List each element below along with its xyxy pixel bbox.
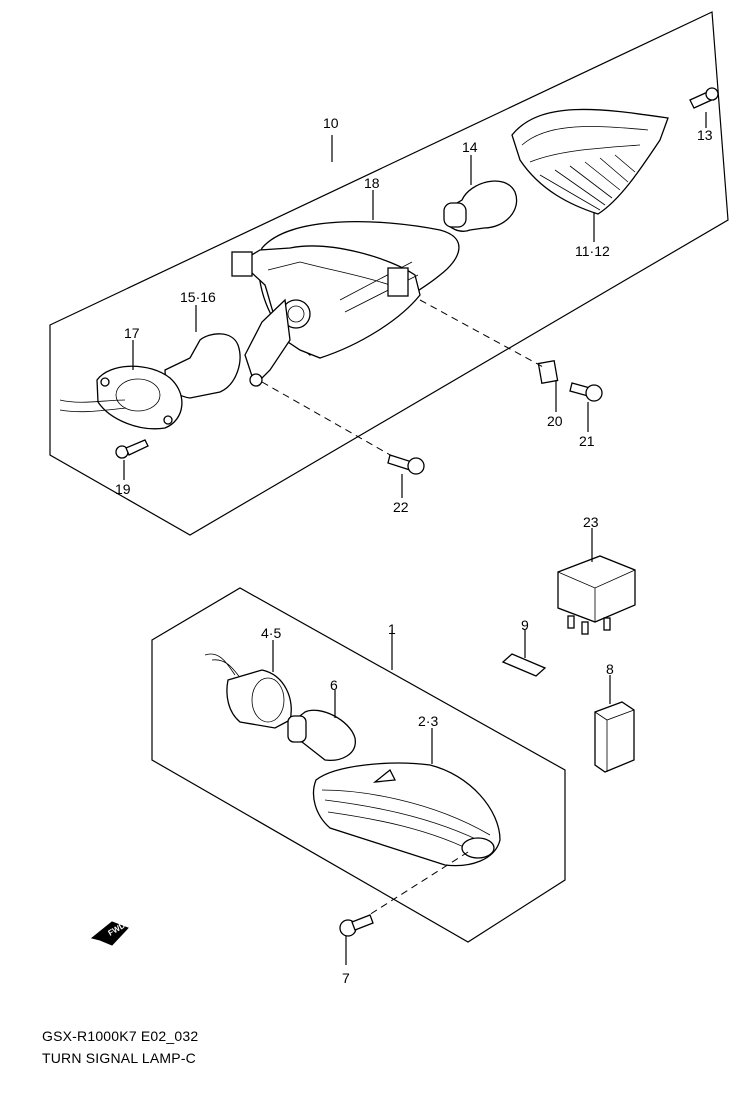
screw-22	[387, 454, 425, 475]
socket-4-5	[204, 653, 292, 729]
label-part-17: 17	[124, 325, 140, 341]
screw-13	[689, 87, 719, 109]
label-part-21: 21	[579, 433, 595, 449]
label-part-22: 22	[393, 499, 409, 515]
label-9	[501, 653, 547, 677]
label-part-20: 20	[547, 413, 563, 429]
label-part-2-3: 2·3	[418, 713, 438, 729]
label-part-4-5: 4·5	[261, 625, 281, 641]
screw-7	[339, 914, 374, 937]
label-part-1: 1	[388, 621, 396, 637]
lens-11-12	[511, 108, 669, 215]
bulb-6	[287, 709, 356, 761]
screw-19	[115, 439, 149, 459]
label-part-15-16: 15·16	[180, 289, 216, 305]
label-part-18: 18	[364, 175, 380, 191]
diagram-title-caption: TURN SIGNAL LAMP-C	[42, 1050, 196, 1066]
fwd-arrow-icon: FWD	[90, 921, 129, 946]
label-part-8: 8	[606, 661, 614, 677]
label-part-11-12: 11·12	[575, 243, 610, 259]
grommet-17	[59, 365, 183, 430]
label-part-6: 6	[330, 677, 338, 693]
upper-assembly-frame	[49, 11, 729, 536]
bulb-14	[443, 180, 518, 232]
label-part-23: 23	[583, 514, 599, 530]
relay-23	[557, 555, 636, 635]
label-part-7: 7	[342, 970, 350, 986]
lower-assembly-frame	[151, 587, 566, 943]
label-part-13: 13	[697, 127, 713, 143]
label-part-14: 14	[462, 139, 478, 155]
model-code-caption: GSX-R1000K7 E02_032	[42, 1028, 199, 1044]
leader-lines	[123, 112, 707, 965]
alignment-line-lower	[357, 851, 469, 923]
lens-2-3	[312, 762, 501, 867]
tape-8	[594, 701, 635, 773]
label-part-10: 10	[323, 115, 339, 131]
screw-21	[569, 382, 603, 402]
socket-15-16	[164, 298, 291, 399]
alignment-line-upper-1	[419, 299, 546, 369]
alignment-line-upper-2	[261, 381, 393, 457]
label-part-19: 19	[115, 481, 131, 497]
label-part-9: 9	[521, 617, 529, 633]
clip-nut-20	[537, 360, 559, 384]
